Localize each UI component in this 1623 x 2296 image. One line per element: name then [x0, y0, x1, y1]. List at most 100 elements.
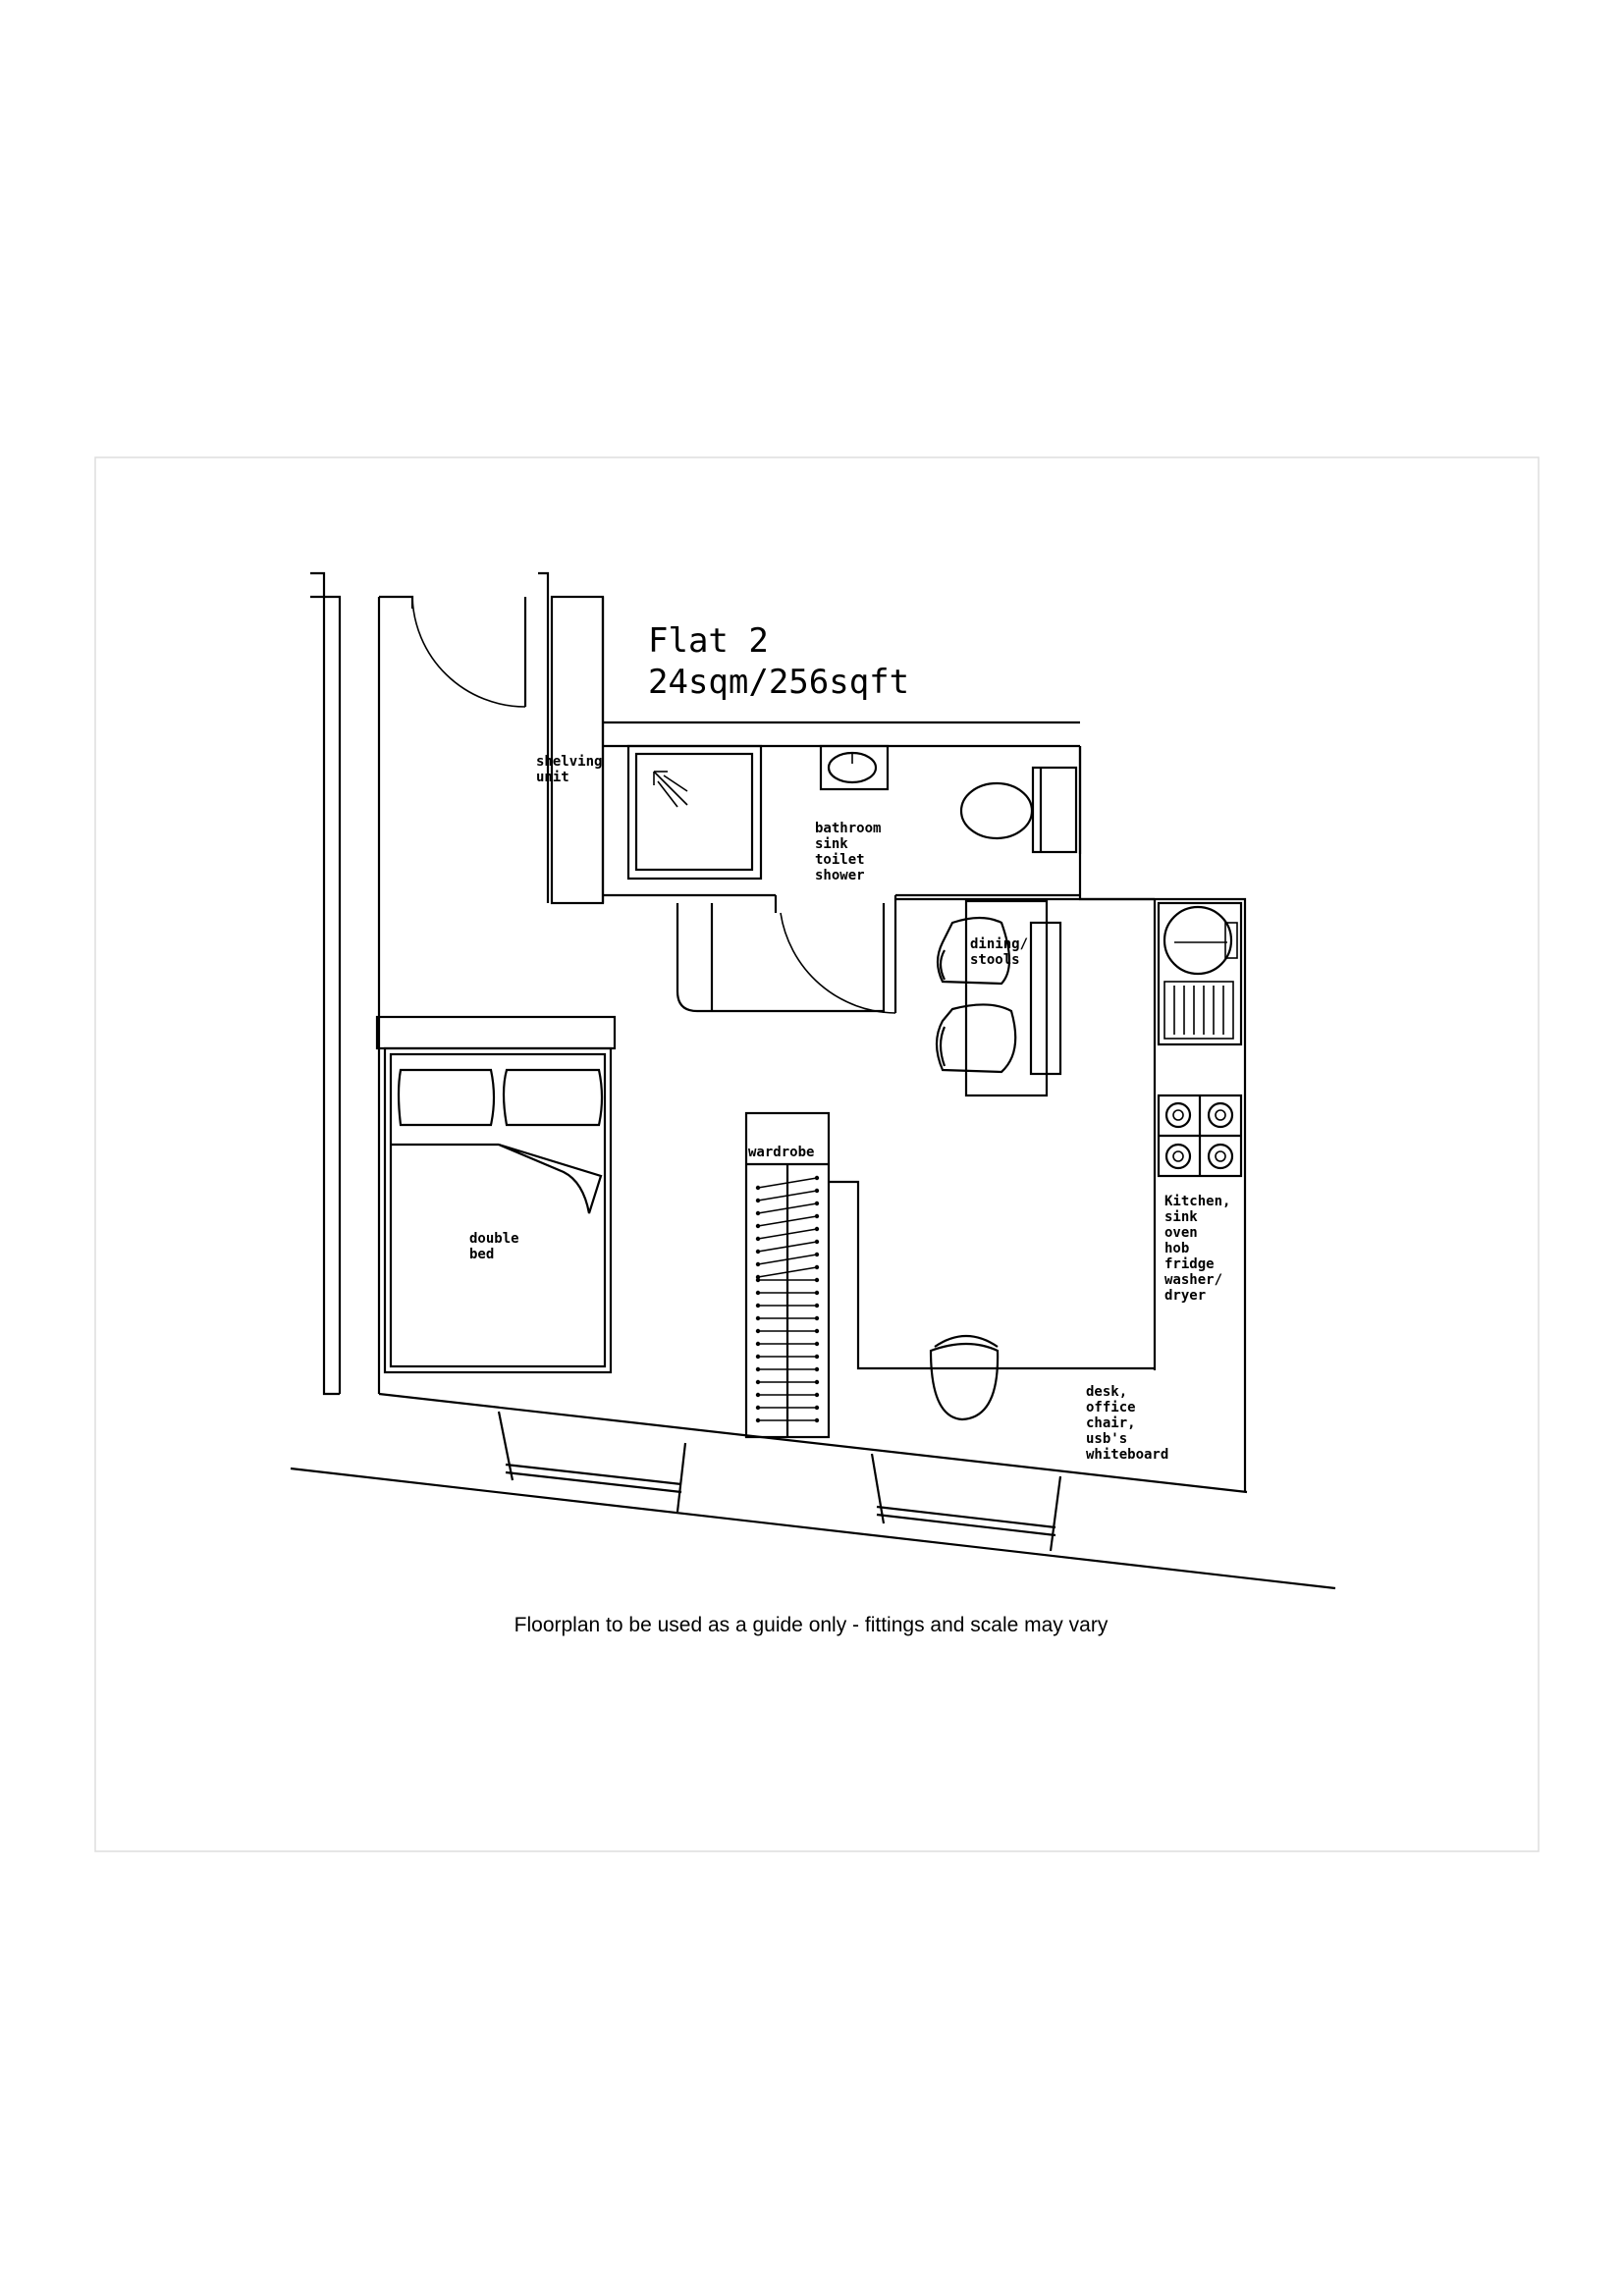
entry-door-swing [411, 596, 526, 708]
wardrobe-label: wardrobe [748, 1145, 814, 1160]
shower-inner [634, 752, 754, 872]
kitchen-label-7: dryer [1164, 1288, 1206, 1304]
left-outer-wall [310, 571, 340, 1396]
sofa [676, 903, 884, 1013]
bathroom-sink [819, 744, 890, 791]
windows [497, 1411, 1062, 1552]
hanger-end [755, 1249, 761, 1255]
hanger-end [755, 1223, 761, 1229]
hanger-end [814, 1417, 820, 1423]
office-chair [929, 1342, 1000, 1421]
hanger [757, 1215, 818, 1227]
bathroom-label-1: bathroom [815, 821, 881, 836]
desk-label-2: office [1086, 1400, 1136, 1415]
double-bed [375, 1015, 617, 1374]
bed-mattress [389, 1052, 607, 1368]
hanger-end [814, 1354, 820, 1360]
kitchen-label-1: Kitchen, [1164, 1194, 1230, 1209]
hanger-end [814, 1201, 820, 1206]
window-2-sill-outer [876, 1505, 1056, 1529]
hanger-end [814, 1264, 820, 1270]
hanger [757, 1254, 818, 1265]
hanger [757, 1266, 818, 1278]
hanger-end [814, 1315, 820, 1321]
bottom-wall-outer [290, 1467, 1336, 1590]
entry-jamb-left [379, 595, 414, 609]
kitchen-label-3: oven [1164, 1225, 1198, 1241]
stool-1 [936, 916, 1011, 986]
kitchen-sink-unit [1157, 901, 1243, 1046]
shower-tray [626, 744, 763, 881]
hanger-end [755, 1303, 761, 1308]
dining-label-1: dining/ [970, 936, 1028, 952]
dining-table [964, 899, 1049, 1097]
hob-ring [1164, 1143, 1192, 1170]
flat-area: 24sqm/256sqft [648, 663, 909, 702]
hanger-end [814, 1239, 820, 1245]
hanger-end [814, 1277, 820, 1283]
hanger-end [814, 1328, 820, 1334]
hangers [755, 1175, 820, 1423]
stool-1-back [939, 949, 946, 981]
hanger-end [814, 1226, 820, 1232]
hanger [757, 1190, 818, 1201]
title-block: Flat 2 24sqm/256sqft [648, 621, 909, 702]
dining-label-2: stools [970, 952, 1020, 968]
window-1-sill-outer [505, 1463, 682, 1486]
hanger [757, 1177, 818, 1189]
hanger-end [814, 1252, 820, 1257]
hanger-end [755, 1261, 761, 1267]
window-2-jamb-left [870, 1453, 886, 1524]
bed-headboard [375, 1015, 617, 1050]
stool-2 [935, 1003, 1017, 1074]
hanger-end [814, 1175, 820, 1181]
kitchen-label-2: sink [1164, 1209, 1198, 1225]
dining-bench [1029, 921, 1062, 1076]
desk-label-4: usb's [1086, 1431, 1127, 1447]
hanger-end [755, 1290, 761, 1296]
hanger-end [755, 1417, 761, 1423]
shelving-label-2: unit [536, 770, 569, 785]
bed-label-2: bed [469, 1247, 494, 1262]
outer-walls [290, 571, 1336, 1590]
flat-name: Flat 2 [648, 621, 769, 661]
left-wall-outer-face [310, 595, 342, 1394]
hanger-end [755, 1341, 761, 1347]
hanger-end [755, 1277, 761, 1283]
desk-label-1: desk, [1086, 1384, 1127, 1400]
shelving-label-1: shelving [536, 754, 602, 770]
window-1-jamb-left [497, 1411, 514, 1481]
desk-outline [829, 1180, 1155, 1370]
hanger-end [814, 1303, 820, 1308]
hob-ring [1207, 1143, 1234, 1170]
window-2-sill-inner [876, 1513, 1056, 1537]
bed-frame [383, 1046, 613, 1374]
desk-label-5: whiteboard [1086, 1447, 1168, 1463]
hanger-end [755, 1315, 761, 1321]
office-chair-back [934, 1335, 999, 1348]
bathroom-label-3: toilet [815, 852, 865, 868]
pillow-left [397, 1068, 496, 1127]
hanger-end [814, 1379, 820, 1385]
wardrobe [744, 1111, 831, 1439]
bathroom-door-swing [780, 912, 896, 1014]
hanger-end [755, 1198, 761, 1203]
stool-2-back [939, 1026, 947, 1067]
kitchen-sink-bowl [1163, 905, 1233, 976]
hanger-end [755, 1236, 761, 1242]
bottom-wall-inner [378, 1392, 1248, 1494]
bed-label-1: double [469, 1231, 519, 1247]
hanger-end [814, 1213, 820, 1219]
page-frame [94, 456, 1540, 1852]
hanger-end [755, 1354, 761, 1360]
window-2-jamb-right [1049, 1475, 1062, 1552]
kitchen-label-6: washer/ [1164, 1272, 1222, 1288]
hanger-end [814, 1290, 820, 1296]
shelving-unit [550, 595, 605, 905]
toilet-cistern [1031, 766, 1078, 854]
hanger-end [755, 1405, 761, 1411]
hanger [757, 1241, 818, 1253]
hanger-end [814, 1405, 820, 1411]
drainer [1163, 981, 1234, 1040]
hanger-end [755, 1379, 761, 1385]
